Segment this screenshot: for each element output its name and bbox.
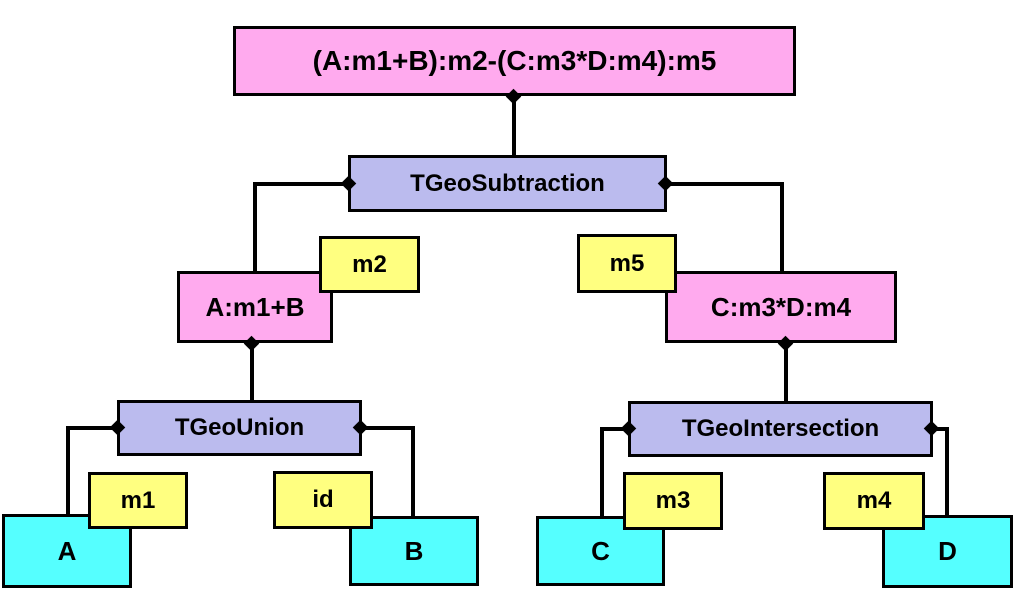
- edge-union-a-h: [66, 426, 118, 430]
- edge-subtraction-leftexpr-v: [253, 182, 257, 271]
- edge-union-b-h: [361, 426, 415, 430]
- edge-rightexpr-intersection: [784, 343, 788, 401]
- node-matrix-m2: m2: [319, 236, 420, 293]
- node-tgeosubtraction: TGeoSubtraction: [348, 155, 667, 212]
- node-root-expression: (A:m1+B):m2-(C:m3*D:m4):m5: [233, 26, 796, 96]
- edge-intersection-c-v: [600, 427, 604, 516]
- node-shape-c: C: [536, 516, 665, 586]
- node-shape-d: D: [882, 515, 1013, 588]
- node-matrix-id: id: [273, 471, 373, 529]
- node-leftexpr: A:m1+B: [177, 271, 333, 343]
- node-matrix-m3: m3: [623, 472, 723, 530]
- edge-union-b-v: [411, 426, 415, 516]
- edge-subtraction-rightexpr-h: [666, 182, 784, 186]
- node-tgeounion: TGeoUnion: [117, 400, 362, 456]
- edge-union-a-v: [66, 426, 70, 514]
- node-matrix-m5: m5: [577, 234, 677, 293]
- edge-intersection-d-v: [945, 427, 949, 515]
- node-shape-b: B: [349, 516, 479, 586]
- edge-root-subtraction: [512, 97, 516, 155]
- node-tgeointersection: TGeoIntersection: [628, 401, 933, 457]
- edge-intersection-d-h: [930, 427, 949, 431]
- edge-intersection-c-h: [600, 427, 631, 431]
- edge-leftexpr-union: [250, 343, 254, 400]
- node-matrix-m1: m1: [88, 472, 188, 529]
- edge-subtraction-rightexpr-v: [780, 182, 784, 271]
- edge-subtraction-leftexpr-h: [253, 182, 349, 186]
- node-rightexpr: C:m3*D:m4: [665, 271, 897, 343]
- node-matrix-m4: m4: [823, 472, 925, 530]
